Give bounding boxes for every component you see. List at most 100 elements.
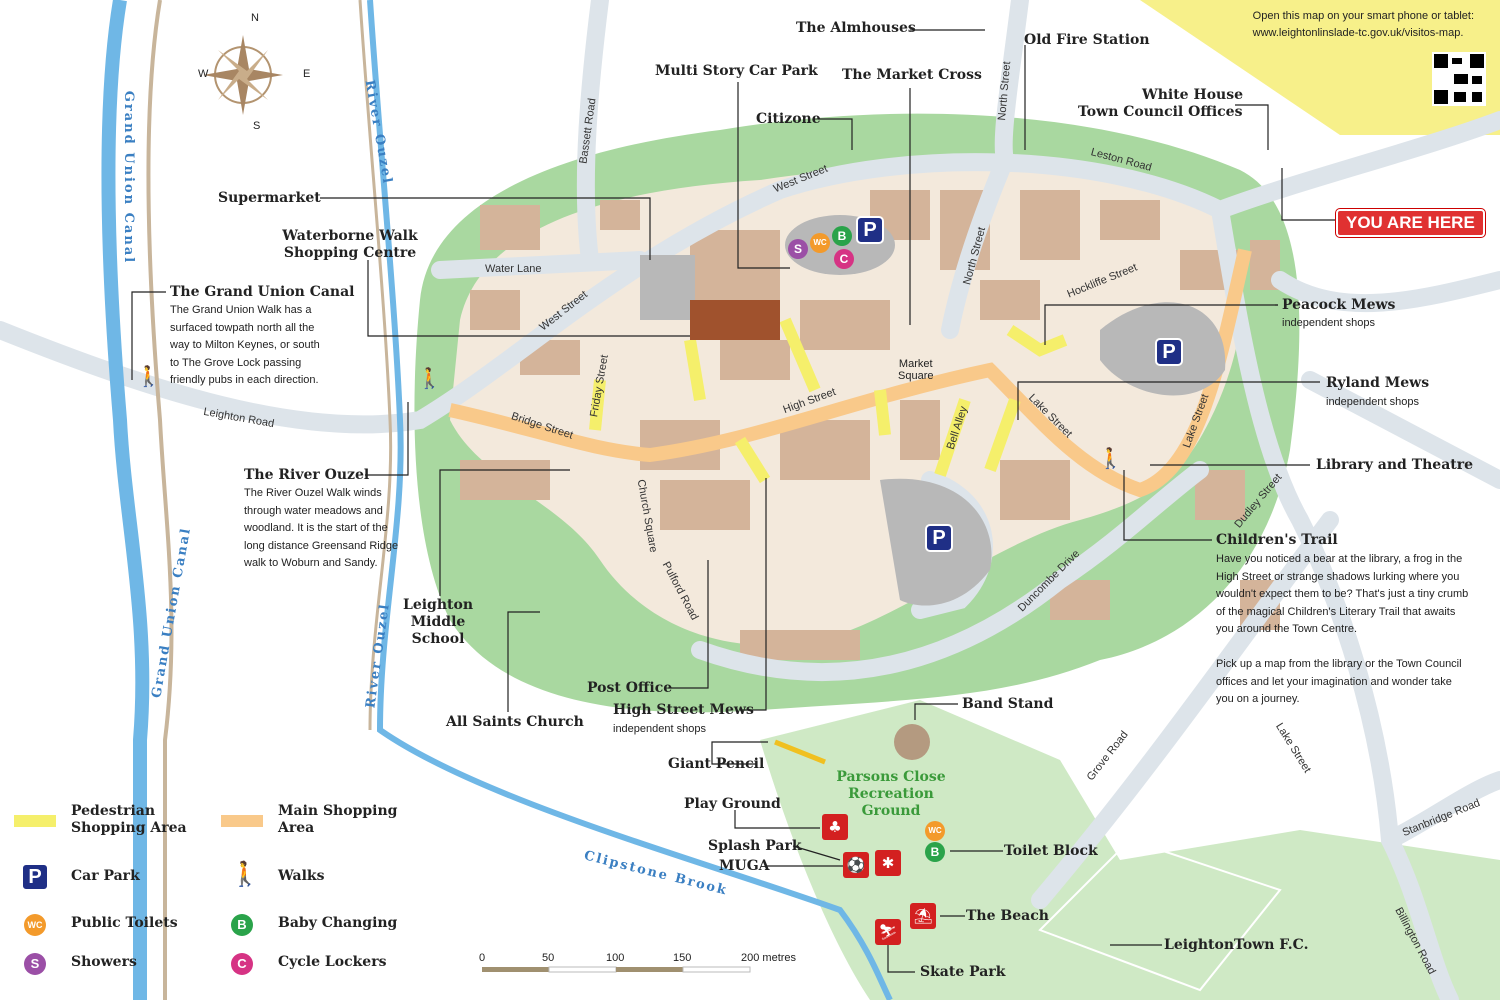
scale-bar [482,966,751,973]
legend-swatch-main-shopping [221,815,263,827]
lms-line1: Leighton [402,597,474,613]
skate-park-icon: ⛷ [875,919,901,945]
desc-line: offices and let your imagination and won… [1216,675,1452,688]
legend-showers: Showers [71,954,137,970]
water-grand-union-canal: Grand Union Canal [121,90,137,265]
pc-line1: Parsons Close [836,769,946,785]
car-park-icon[interactable]: P [925,524,953,552]
main-shopping-area [448,248,1252,498]
label-the-beach[interactable]: The Beach [966,908,1049,924]
legend-toilets-icon: WC [24,914,46,936]
label-multi-story-car-park[interactable]: Multi Story Car Park [655,63,818,79]
desc-line: you on a journey. [1216,693,1300,705]
desc-line: long distance Greensand Ridge [244,539,399,552]
legend-cycle-lockers: Cycle Lockers [278,954,387,970]
label-citizone[interactable]: Citizone [756,111,821,127]
legend-cycle-lockers-icon: C [231,953,253,975]
muga-icon: ⚽ [843,852,869,878]
label-giant-pencil[interactable]: Giant Pencil [668,756,765,772]
qr-code [1432,52,1486,106]
desc-spacer [1216,639,1468,657]
ms-line1: Market [898,358,933,370]
pedestrian-areas [589,317,1068,484]
desc-line: The Grand Union Walk has a [170,304,312,316]
label-leighton-town-fc[interactable]: LeightonTown F.C. [1164,937,1309,953]
you-are-here-badge: YOU ARE HERE [1336,209,1485,237]
toilets-icon: WC [810,233,830,253]
qr-banner [1140,0,1500,135]
label-band-stand[interactable]: Band Stand [962,696,1054,712]
label-muga[interactable]: MUGA [719,858,770,874]
desc-line: High Street or strange shadows lurking w… [1216,570,1460,583]
beach-icon: ⛱ [910,903,936,929]
car-park-icon[interactable]: P [856,216,884,244]
pc-line2: Recreation [848,785,934,802]
label-play-ground[interactable]: Play Ground [684,796,781,812]
label-river-ouzel[interactable]: The River Ouzel [244,467,370,483]
label-all-saints[interactable]: All Saints Church [446,714,584,730]
football-pitch [1038,838,1282,992]
scale-tick-50: 50 [542,952,555,964]
label-library-theatre[interactable]: Library and Theatre [1316,457,1474,473]
legend-baby-changing-icon: B [231,914,253,936]
mobile-note-url[interactable]: www.leightonlinslade-tc.gov.uk/visitos-m… [1252,27,1464,39]
legend-car-park-icon: P [21,863,49,891]
desc-line: through water meadows and [244,504,383,517]
pc-line3: Ground [861,802,921,819]
label-toilet-block[interactable]: Toilet Block [1004,843,1098,859]
playground-icon: ♣ [822,814,848,840]
scale-tick-100: 100 [606,952,625,964]
label-skate-park[interactable]: Skate Park [920,964,1006,980]
label-supermarket[interactable]: Supermarket [218,190,321,206]
label-old-fire-station[interactable]: Old Fire Station [1024,32,1150,48]
label-splash-park[interactable]: Splash Park [708,838,802,854]
splash-park-icon: ✱ [875,850,901,876]
legend-public-toilets: Public Toilets [71,915,178,931]
label-almhouses[interactable]: The Almhouses [796,20,916,36]
label-high-street-mews[interactable]: High Street Mews [613,702,754,718]
mobile-note: Open this map on your smart phone or tab… [1253,8,1474,42]
label-ryland-mews[interactable]: Ryland Mews [1326,375,1430,391]
legend-text: Area [278,820,315,836]
desc-line: you around the Town Centre. [1216,623,1358,635]
label-waterborne-line1: Waterborne Walk [282,228,418,244]
desc-line: wouldn't expect them to be? That's just … [1216,588,1469,600]
label-grand-union-canal[interactable]: The Grand Union Canal [170,284,355,300]
desc-line: walk to Woburn and Sandy. [244,557,378,569]
label-peacock-mews[interactable]: Peacock Mews [1282,297,1396,313]
label-post-office[interactable]: Post Office [587,680,673,696]
label-town-council[interactable]: Town Council Offices [1078,104,1243,120]
cycle-lockers-icon: C [834,249,854,269]
legend-showers-icon: S [24,953,46,975]
car-park-icon[interactable]: P [1155,338,1183,366]
childrens-trail-description: Have you noticed a bear at the library, … [1216,551,1468,709]
toilets-icon: WC [925,821,945,841]
waterways [101,0,893,1000]
desc-line: friendly pubs in each direction. [170,374,319,386]
label-childrens-trail[interactable]: Children's Trail [1216,532,1338,548]
desc-line: surfaced towpath north all the [170,321,315,334]
compass-rose [203,35,283,115]
desc-line: Pick up a map from the library or the To… [1216,658,1462,670]
ms-line2: Square [898,370,934,382]
desc-line: way to Milton Keynes, or south [170,339,320,351]
buildings [460,190,1280,660]
ryland-sub: independent shops [1326,396,1419,408]
legend-walks: Walks [278,868,325,884]
label-market-cross[interactable]: The Market Cross [842,67,982,83]
label-white-house[interactable]: White House [1142,87,1244,103]
legend-car-park: Car Park [71,868,140,884]
desc-line: to The Grove Lock passing [170,356,302,369]
baby-changing-icon: B [832,226,852,246]
parsons-close-ground [760,700,1500,1000]
hsm-sub: independent shops [613,723,706,735]
mobile-note-line1: Open this map on your smart phone or tab… [1252,10,1474,22]
